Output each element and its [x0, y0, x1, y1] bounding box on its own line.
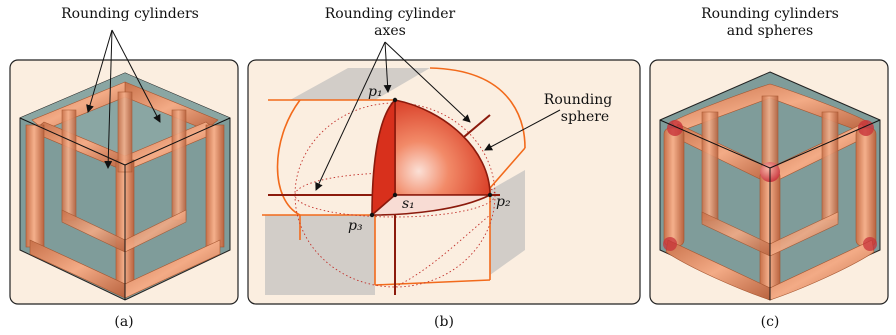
panel-b [247, 41, 641, 305]
arrow [383, 41, 392, 93]
point-p2 [487, 192, 493, 198]
sphere-label-line2: sphere [560, 109, 610, 125]
panel-b-title-line1: Rounding cylinder [324, 6, 456, 22]
label-p2: p₂ [496, 194, 511, 210]
point-s1 [392, 192, 398, 198]
caption-b: (b) [434, 314, 454, 330]
arrow [384, 41, 471, 123]
panel-b-title: Rounding cylinder axes [290, 6, 490, 40]
label-p1: p₁ [368, 84, 383, 100]
cylinders-a [25, 81, 225, 299]
sphere-right-bottom [863, 237, 877, 251]
panel-c [649, 59, 889, 305]
panel-a [9, 29, 239, 305]
arrow [111, 29, 161, 123]
arrow [484, 109, 561, 151]
caption-a: (a) [114, 314, 134, 330]
cube-edge [124, 117, 231, 166]
point-p1 [392, 97, 398, 103]
panel-c-title-line1: Rounding cylinders [701, 6, 839, 22]
label-s1: s₁ [402, 196, 415, 212]
sphere-left-bottom [663, 237, 677, 251]
sphere-label-line1: Rounding [543, 92, 613, 108]
sphere-right-top [858, 120, 874, 136]
panel-c-title: Rounding cylinders and spheres [670, 6, 870, 40]
label-p3: p₃ [348, 218, 363, 234]
point-p3 [369, 212, 375, 218]
panel-a-title-line1: Rounding cylinders [61, 6, 199, 22]
cube-edge [659, 119, 771, 169]
cube-edge [19, 117, 126, 166]
cube-edge [769, 119, 881, 169]
arrow [315, 41, 386, 191]
caption-c: (c) [760, 314, 780, 330]
sphere-label: Rounding sphere [528, 92, 628, 126]
panel-c-title-line2: and spheres [726, 23, 814, 39]
gray-plane-right [490, 170, 525, 275]
gray-plane-left [265, 215, 375, 295]
sphere-left-top [667, 120, 683, 136]
arrow [104, 29, 113, 169]
gray-plane-top [290, 68, 430, 100]
rounding-spheres-c [663, 120, 877, 251]
panel-b-title-line2: axes [374, 23, 406, 39]
panel-a-title: Rounding cylinders [30, 6, 230, 23]
arrow [86, 29, 113, 113]
